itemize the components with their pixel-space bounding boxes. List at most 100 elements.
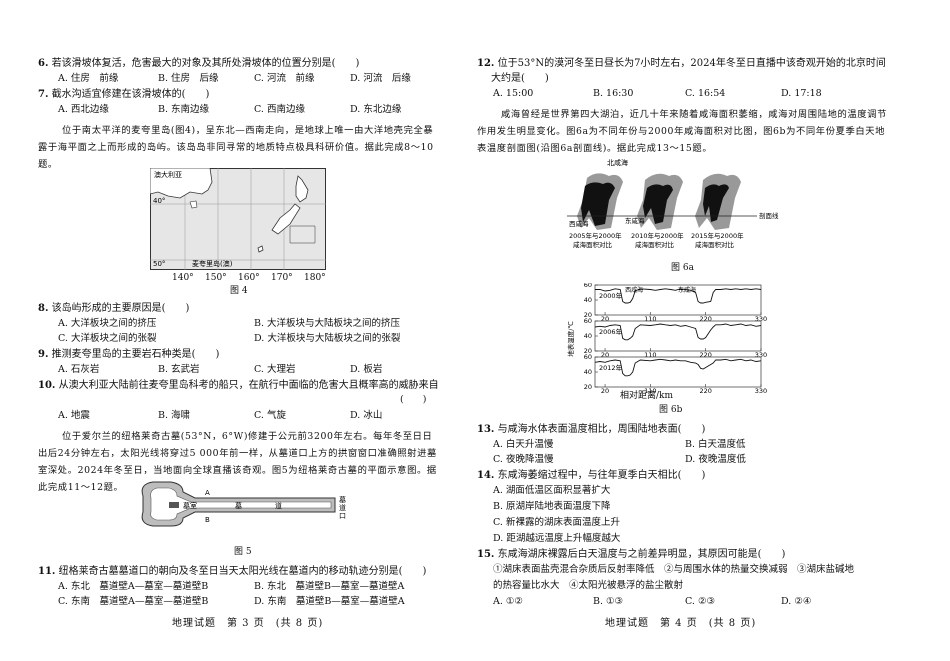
question-6: 6. 若该滑坡体复活，危害最大的对象及其所处滑坡体的位置分别是( ) xyxy=(38,58,360,69)
q9-option-a[interactable]: A. 石灰岩 xyxy=(58,364,100,375)
q6-option-c[interactable]: C. 河流 前缘 xyxy=(254,73,315,84)
q8-option-d[interactable]: D. 大洋板块与大陆板块之间的张裂 xyxy=(254,333,401,344)
q9-option-d[interactable]: D. 板岩 xyxy=(350,364,383,375)
q12-stem-continued: 大约是( ) xyxy=(491,73,549,84)
left-page-footer: 地理试题 第 3 页 (共 8 页) xyxy=(172,618,324,629)
q6-option-b[interactable]: B. 住房 后缘 xyxy=(158,73,219,84)
q15-statement-line-1: ①湖床表面盐壳混合杂质后反射率降低 ②与周围水体的热量交换减弱 ③湖床盐碱地 xyxy=(493,564,855,575)
q7-option-d[interactable]: D. 东北边缘 xyxy=(350,104,402,115)
tasmania-landmass xyxy=(189,200,198,209)
series-line-2 xyxy=(594,358,762,377)
figure-5-tomb-plan: 墓室 墓 道 A B 墓 道 口 xyxy=(135,478,353,530)
map-label-australia: 澳大利亚 xyxy=(154,170,182,179)
q11-option-b[interactable]: B. 东北 墓道壁B—墓室—墓道壁A xyxy=(254,581,405,592)
y-tick-label: 20 xyxy=(584,311,592,319)
question-9: 9. 推测麦夸里岛的主要岩石种类是( ) xyxy=(38,349,220,360)
panel-east-aral-label: 东咸海 xyxy=(678,286,696,294)
map-tick-160: 160° xyxy=(238,273,260,283)
map-tick-150: 150° xyxy=(205,273,227,283)
y-tick-label: 40 xyxy=(584,368,592,376)
q14-option-d[interactable]: D. 距湖越远温度上升幅度越大 xyxy=(493,533,621,544)
right-page: 12. 位于53°N的漠河冬至日昼长为7小时左右，2024年冬至日直播中该奇观开… xyxy=(475,0,950,661)
q13-option-a[interactable]: A. 白天升温慢 xyxy=(493,439,554,450)
x-tick-label: 20 xyxy=(601,351,609,359)
q12-option-a[interactable]: A. 15:00 xyxy=(493,88,534,99)
q7-option-b[interactable]: B. 东南边缘 xyxy=(158,104,210,115)
q12-option-d[interactable]: D. 17:18 xyxy=(781,88,822,99)
q15-option-b[interactable]: B. ①③ xyxy=(593,596,624,607)
q10-option-a[interactable]: A. 地震 xyxy=(58,410,90,421)
q14-option-b[interactable]: B. 原湖岸陆地表面温度下降 xyxy=(493,501,611,512)
fig5-room-label: 墓室 xyxy=(183,501,197,510)
y-tick-label: 60 xyxy=(584,283,592,289)
q11-option-a[interactable]: A. 东北 墓道壁A—墓室—墓道壁B xyxy=(58,581,209,592)
map-lat-50: 50° xyxy=(153,260,165,268)
series-line-1 xyxy=(594,323,762,341)
q9-option-c[interactable]: C. 大理岩 xyxy=(254,364,296,375)
fig5-dao2-label: 道 xyxy=(275,501,282,510)
q14-option-a[interactable]: A. 湖面低温区面积显著扩大 xyxy=(493,485,611,496)
label-2005-line2: 咸海面积对比 xyxy=(573,240,613,249)
right-page-footer: 地理试题 第 4 页 (共 8 页) xyxy=(605,618,757,629)
x-tick-label: 110 xyxy=(644,387,656,395)
q8-option-b[interactable]: B. 大洋板块与大陆板块之间的挤压 xyxy=(254,318,401,329)
figure-6b-caption: 图 6b xyxy=(659,405,683,415)
label-2010-line2: 咸海面积对比 xyxy=(635,240,675,249)
y-tick-label: 60 xyxy=(584,317,592,325)
label-profile-line: 剖面线 xyxy=(759,211,779,220)
q10-option-d[interactable]: D. 冰山 xyxy=(350,410,383,421)
fig5-mouth-2: 道 xyxy=(339,503,346,512)
x-tick-label: 330 xyxy=(755,387,767,395)
x-tick-label: 20 xyxy=(601,315,609,323)
q10-option-b[interactable]: B. 海啸 xyxy=(158,410,191,421)
q9-option-b[interactable]: B. 玄武岩 xyxy=(158,364,200,375)
q15-option-d[interactable]: D. ②④ xyxy=(781,596,812,607)
q10-paren: ( ) xyxy=(400,394,427,405)
label-west-aral: 西咸海 xyxy=(569,219,589,228)
q15-option-a[interactable]: A. ①② xyxy=(493,596,523,607)
map-tick-170: 170° xyxy=(271,273,293,283)
question-10: 10. 从澳大利亚大陆前往麦夸里岛科考的船只，在航行中面临的危害大且概率高的威胁… xyxy=(38,380,439,391)
question-11: 11. 纽格莱奇古墓墓道口的朝向及冬至日当天太阳光线在墓道内的移动轨迹分别是( … xyxy=(38,566,427,577)
map-label-island: 麦夸里岛(澳) xyxy=(192,259,233,268)
fig5-side-a: A xyxy=(205,489,210,497)
question-13: 13. 与咸海水体表面温度相比，周围陆地表面( ) xyxy=(477,424,706,435)
question-7: 7. 截水沟适宜修建在该滑坡体的( ) xyxy=(38,89,210,100)
q10-option-c[interactable]: C. 气旋 xyxy=(254,410,286,421)
label-2010-line1: 2010年与2000年 xyxy=(631,231,684,240)
q7-option-a[interactable]: A. 西北边缘 xyxy=(58,104,109,115)
x-tick-label: 330 xyxy=(755,315,767,323)
q13-option-c[interactable]: C. 夜晚降温慢 xyxy=(493,454,554,465)
chart-ylabel: 地表温度/℃ xyxy=(567,321,575,357)
q13-option-d[interactable]: D. 夜晚温度低 xyxy=(685,454,746,465)
q8-option-c[interactable]: C. 大洋板块之间的张裂 xyxy=(58,333,157,344)
intro-paragraph-11-12: 位于爱尔兰的纽格莱奇古墓(53°N，6°W)修建于公元前3200年左右。每年冬至… xyxy=(38,431,437,493)
label-2005-line1: 2005年与2000年 xyxy=(569,231,622,240)
q6-option-a[interactable]: A. 住房 前缘 xyxy=(58,73,119,84)
question-8: 8. 该岛屿形成的主要原因是( ) xyxy=(38,303,190,314)
figure-4-caption: 图 4 xyxy=(230,286,248,296)
panel-west-aral-label: 西咸海 xyxy=(625,286,643,294)
label-north-aral: 北咸海 xyxy=(607,158,628,167)
q7-option-c[interactable]: C. 西南边缘 xyxy=(254,104,305,115)
fig5-mouth-3: 口 xyxy=(339,512,346,520)
q12-option-c[interactable]: C. 16:54 xyxy=(685,88,726,99)
q14-option-c[interactable]: C. 新裸露的湖床表面温度上升 xyxy=(493,517,620,528)
q11-option-c[interactable]: C. 东南 墓道壁A—墓室—墓道壁B xyxy=(58,596,209,607)
q12-option-b[interactable]: B. 16:30 xyxy=(593,88,634,99)
intro-paragraph-8-10: 位于南太平洋的麦夸里岛(图4)，呈东北—西南走向，是地球上唯一由大洋地壳完全暴露… xyxy=(38,125,434,170)
new-zealand-north-island xyxy=(295,175,309,203)
macquarie-island-marker xyxy=(257,245,264,253)
x-tick-label: 330 xyxy=(755,351,767,359)
figure-4-map: 澳大利亚 40° 50° 麦夸里岛(澳) xyxy=(149,167,326,270)
q8-option-a[interactable]: A. 大洋板块之间的挤压 xyxy=(58,318,157,329)
q11-option-d[interactable]: D. 东南 墓道壁B—墓室—墓道壁A xyxy=(254,596,405,607)
fig5-dao-label: 墓 xyxy=(235,501,242,510)
y-tick-label: 20 xyxy=(584,347,592,355)
series-line-0 xyxy=(595,288,762,304)
q15-option-c[interactable]: C. ②③ xyxy=(685,596,716,607)
q13-option-b[interactable]: B. 白天温度低 xyxy=(685,439,746,450)
australia-landmass xyxy=(149,167,213,199)
q6-option-d[interactable]: D. 河流 后缘 xyxy=(350,73,411,84)
